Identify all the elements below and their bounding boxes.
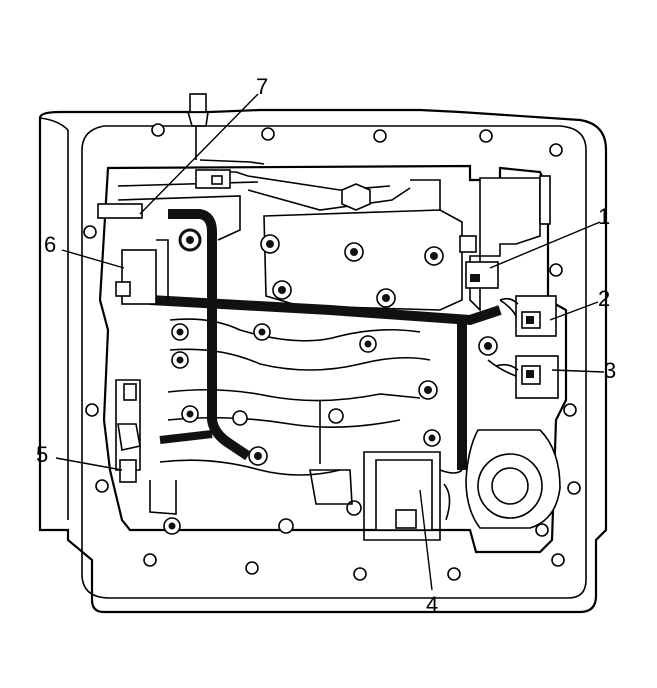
pressure-switch-assembly bbox=[465, 429, 561, 529]
label-2: 2 bbox=[598, 286, 610, 311]
left-components bbox=[97, 203, 169, 483]
label-7: 7 bbox=[256, 74, 268, 99]
manual-linkage bbox=[186, 93, 441, 236]
case-outline bbox=[38, 108, 608, 614]
bottom-solenoid-4 bbox=[363, 451, 463, 541]
right-solenoid-bracket bbox=[465, 175, 559, 399]
perimeter-bolt-holes bbox=[83, 123, 581, 581]
leader-lines bbox=[55, 93, 605, 591]
callout-labels: 7 1 2 3 4 5 6 bbox=[36, 74, 616, 617]
valve-body-block bbox=[260, 209, 477, 311]
label-6: 6 bbox=[44, 232, 56, 257]
label-5: 5 bbox=[36, 442, 48, 467]
valve-bores bbox=[149, 318, 531, 535]
label-1: 1 bbox=[598, 204, 610, 229]
label-4: 4 bbox=[426, 592, 438, 617]
label-3: 3 bbox=[604, 358, 616, 383]
wiring-harness bbox=[149, 209, 517, 470]
